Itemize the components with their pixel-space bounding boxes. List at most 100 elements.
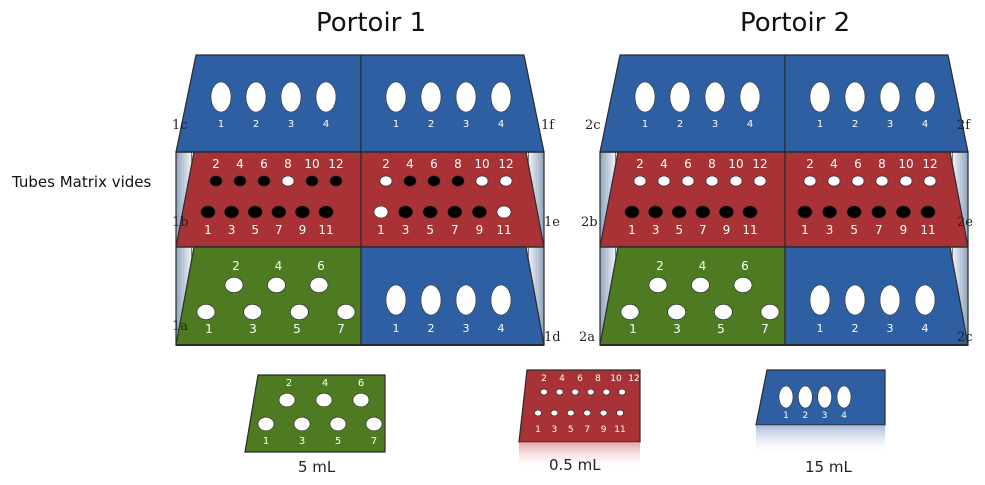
legend-5ml-bottom-well-2 (329, 416, 347, 432)
rack2-mid-right-top-well-5 (923, 175, 937, 187)
rack1-mid-left-bottom-well-3 (271, 205, 287, 219)
rack2-bot-left-top-well-2 (733, 277, 753, 293)
rack2-mid-right-bottom-label-3: 3 (826, 223, 834, 237)
rack2-mid-left-bottom-well-2 (671, 205, 687, 219)
rack2-mid-right-bottom-well-5 (920, 205, 936, 219)
rack2-mid-right-bottom-label-11: 11 (920, 223, 935, 237)
rack2-mid-right-bottom-label-5: 5 (850, 223, 858, 237)
rack1-mid-left-bottom-label-9: 9 (299, 223, 307, 237)
legend-05ml-top-well-4 (602, 388, 611, 396)
rack2-bot-left-top-well-0 (648, 277, 668, 293)
rack1-mid-left-bottom-label-1: 1 (204, 223, 212, 237)
rack1-bot-left-bottom-well-1 (243, 304, 262, 320)
legend-5ml-top-label-6: 6 (358, 378, 364, 389)
rack2-mid-left-bottom-well-4 (719, 205, 734, 219)
legend-5ml-bottom-label-5: 5 (335, 436, 341, 447)
rack2-label-bot-right: 2c (957, 330, 973, 345)
rack1-top-right-tube-1 (385, 81, 407, 113)
legend-05ml-top-label-6: 6 (577, 374, 583, 384)
rack1-top-right-tube-label-3: 3 (463, 119, 469, 130)
rack2-bot-right-tube-label-4: 4 (922, 322, 929, 335)
rack1-bot-right-tube-3 (455, 284, 477, 316)
rack2-bot-left-bottom-well-2 (714, 304, 733, 320)
rack2-bot-right-tube-label-2: 2 (852, 322, 859, 335)
rack1-mid-left-top-label-8: 8 (284, 157, 292, 171)
rack1-mid-left-top-well-0 (209, 175, 223, 187)
empty-tubes-note: Tubes Matrix vides (12, 173, 152, 191)
legend-5ml-bottom-label-1: 1 (263, 436, 269, 447)
legend-5ml-bottom-well-3 (365, 416, 383, 432)
rack1-top-left-tube-label-2: 2 (253, 119, 259, 130)
rack1-bot-right-tube-2 (420, 284, 442, 316)
rack1-mid-left-bottom-label-5: 5 (251, 223, 259, 237)
rack1-mid-left-bottom-well-1 (224, 205, 239, 219)
legend-15ml-tube-label-3: 3 (822, 411, 828, 421)
rack1-bot-right-tube-1 (385, 284, 407, 316)
rack2-mid-left-top-well-1 (657, 175, 671, 187)
rack1-mid-right-top-label-12: 12 (498, 157, 513, 171)
rack1-mid-left-top-well-4 (305, 175, 319, 187)
rack1-mid-left-top-well-1 (233, 175, 247, 187)
rack1-mid-left-top-well-3 (281, 175, 295, 187)
rack1-bot-right-tube-label-2: 2 (428, 322, 435, 335)
legend-05ml-bottom-label-11: 11 (614, 425, 625, 435)
rack1-label-top-right: 1f (541, 118, 555, 133)
rack2-bot-left-bottom-label-1: 1 (629, 322, 637, 336)
rack2-mid-left-top-label-6: 6 (684, 157, 692, 171)
rack2-label-bot-left: 2a (579, 330, 596, 345)
legend-05ml-bottom-label-9: 9 (601, 425, 607, 435)
rack2-mid-left-bottom-well-5 (742, 205, 758, 219)
rack2-top-left-tube-1 (634, 81, 656, 113)
rack2-top-right-tube-label-2: 2 (852, 119, 858, 130)
rack2-mid-right-bottom-label-1: 1 (801, 223, 809, 237)
rack2-mid-left-bottom-label-1: 1 (628, 223, 636, 237)
rack2-bot-left-bottom-label-3: 3 (673, 322, 681, 336)
rack2-mid-right-top-label-12: 12 (922, 157, 937, 171)
rack1-top-left-tube-label-3: 3 (288, 119, 294, 130)
rack1-label-top-left: 1c (172, 118, 188, 133)
legend-05ml-top-well-1 (555, 388, 564, 396)
legend-05ml-top-label-2: 2 (541, 374, 547, 384)
rack1-top-right-tube-label-2: 2 (428, 119, 434, 130)
rack2-mid-right-bottom-well-3 (871, 205, 887, 219)
legend-05ml-reflection (519, 442, 640, 470)
rack1-mid-right-bottom-well-0 (373, 205, 389, 219)
rack2-mid-left-top-well-5 (753, 175, 767, 187)
rack2-mid-right-bottom-well-2 (846, 205, 862, 219)
rack1-bot-left-bottom-label-5: 5 (293, 322, 301, 336)
legend-05ml-top-well-3 (586, 388, 595, 396)
legend-15ml-tube-3 (817, 385, 832, 409)
rack1-mid-right-top-label-4: 4 (406, 157, 414, 171)
legend-05ml-top-label-12: 12 (628, 374, 639, 384)
legend-15ml-tube-4 (836, 385, 852, 409)
rack2-label-top-left: 2c (585, 118, 601, 133)
legend-05ml-top-label-10: 10 (610, 374, 622, 384)
legend-05ml-bottom-label-7: 7 (584, 425, 590, 435)
legend-05ml-top-well-0 (540, 388, 548, 396)
rack2-mid-left-top-label-8: 8 (708, 157, 716, 171)
rack1-bot-left-bottom-well-2 (290, 304, 309, 320)
rack2-top-left-tube-label-1: 1 (642, 119, 648, 130)
legend-05ml-top-label-4: 4 (559, 374, 565, 384)
rack2-mid-left-top-label-12: 12 (752, 157, 767, 171)
legend-05ml-bottom-well-1 (550, 409, 559, 417)
legend-5ml-label: 5 mL (298, 458, 336, 476)
rack2-mid-left-bottom-label-7: 7 (699, 223, 707, 237)
rack1-top-left-tube-3 (280, 81, 302, 113)
rack2-top-right-tube-label-1: 1 (817, 119, 823, 130)
rack1-mid-right-bottom-label-1: 1 (377, 223, 385, 237)
rack2-top-right-tube-2 (844, 81, 866, 113)
rack2-mid-right-top-label-8: 8 (878, 157, 886, 171)
rack1-mid-left-top-label-2: 2 (212, 157, 220, 171)
rack1-mid-right-bottom-label-11: 11 (496, 223, 511, 237)
rack1-mid-right-top-label-2: 2 (382, 157, 390, 171)
rack2-mid-right-top-label-2: 2 (806, 157, 814, 171)
legend-05ml-bottom-label-3: 3 (552, 425, 558, 435)
legend-15ml-tube-label-2: 2 (802, 411, 808, 421)
rack2-mid-right-top-well-3 (875, 175, 889, 187)
legend-5ml-bottom-well-0 (257, 416, 275, 432)
legend-5ml-top-label-4: 4 (322, 378, 328, 389)
rack2-mid-left-bottom-label-5: 5 (675, 223, 683, 237)
